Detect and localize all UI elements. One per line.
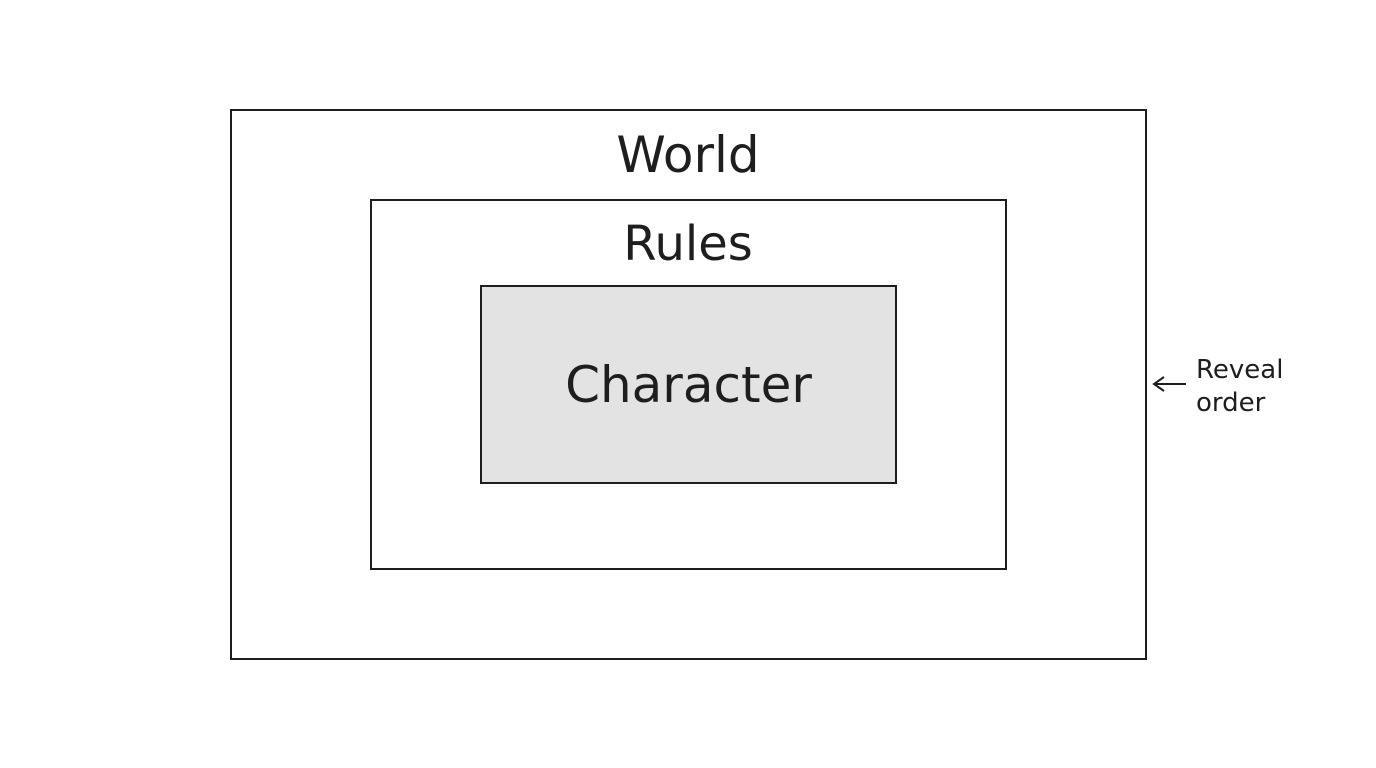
reveal-order-line-2: order (1196, 388, 1266, 418)
reveal-order-line-1: Reveal (1196, 355, 1284, 385)
character-box (480, 285, 897, 484)
arrow-left-icon (1152, 376, 1186, 392)
reveal-order-annotation: Reveal order (1196, 354, 1283, 420)
rules-label: Rules (623, 216, 753, 272)
character-label: Character (565, 356, 812, 414)
world-label: World (616, 126, 760, 184)
